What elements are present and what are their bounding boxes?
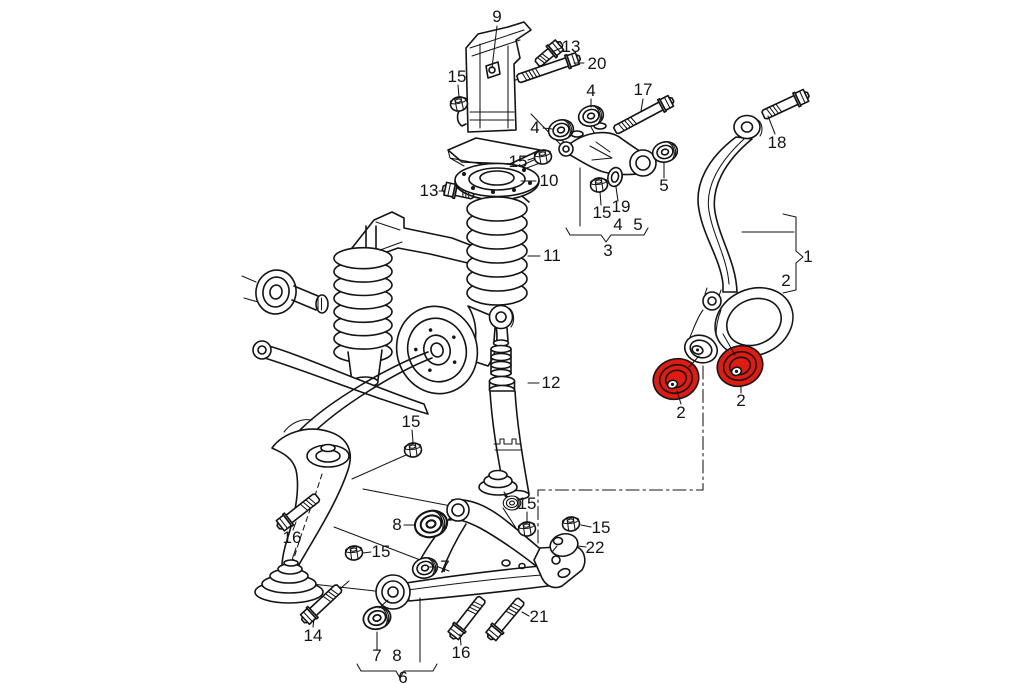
lower-control-arm xyxy=(375,469,586,610)
coil-spring xyxy=(466,195,530,306)
part-label-3: 3 xyxy=(603,241,612,260)
part-label-8: 8 xyxy=(392,515,401,534)
part-label-2-right: 2 xyxy=(736,391,745,410)
part-label-11: 11 xyxy=(543,246,561,265)
part-label-2-left: 2 xyxy=(676,403,685,422)
part-label-9: 9 xyxy=(492,7,501,26)
ball-joint-boot xyxy=(254,547,324,604)
part-label-22: 22 xyxy=(586,538,605,557)
part-label-1: 1 xyxy=(803,247,812,266)
curved-control-arm xyxy=(683,114,794,364)
shock-absorber xyxy=(488,304,530,501)
upper-transverse-arm xyxy=(558,122,658,177)
part-label-20: 20 xyxy=(588,54,607,73)
part-label-15-top: 15 xyxy=(448,67,467,86)
part-label-14: 14 xyxy=(304,626,323,645)
part-label-12: 12 xyxy=(542,373,561,392)
part-label-6: 6 xyxy=(398,668,407,684)
cap-22 xyxy=(549,532,579,558)
part-label-16-left: 16 xyxy=(283,528,302,547)
ball-joint xyxy=(478,469,522,511)
part-label-15-right: 15 xyxy=(592,518,611,537)
part-label-15-ball: 15 xyxy=(518,494,537,513)
part-label-15-arm: 15 xyxy=(509,152,528,171)
part-label-7-upper: 7 xyxy=(440,557,449,576)
part-label-16-lower: 16 xyxy=(452,643,471,662)
part-label-18: 18 xyxy=(768,133,787,152)
part-label-21: 21 xyxy=(530,607,549,626)
assembled-suspension-view xyxy=(241,211,498,437)
part-label-2-bracket: 2 xyxy=(781,271,790,290)
part-label-19: 19 xyxy=(612,197,631,216)
part-label-5-brace: 5 xyxy=(633,215,642,234)
part-label-17: 17 xyxy=(634,80,653,99)
leader-lines xyxy=(292,25,804,679)
part-label-7-brace: 7 xyxy=(372,646,381,665)
part-label-10: 10 xyxy=(540,171,559,190)
part-label-4-right: 4 xyxy=(586,81,595,100)
part-label-15-under-arm: 15 xyxy=(593,203,612,222)
part-label-5: 5 xyxy=(659,176,668,195)
part-label-15-trailing: 15 xyxy=(402,412,421,431)
part-label-4-left: 4 xyxy=(530,118,539,137)
callouts: 9 13 20 15 4 17 18 4 15 13 10 5 15 19 11… xyxy=(283,7,813,684)
part-label-13-lower: 13 xyxy=(420,181,439,200)
part-label-8-brace: 8 xyxy=(392,646,401,665)
part-label-15-mid: 15 xyxy=(372,542,391,561)
part-label-4-brace: 4 xyxy=(613,215,622,234)
part-label-13-upper: 13 xyxy=(562,37,581,56)
